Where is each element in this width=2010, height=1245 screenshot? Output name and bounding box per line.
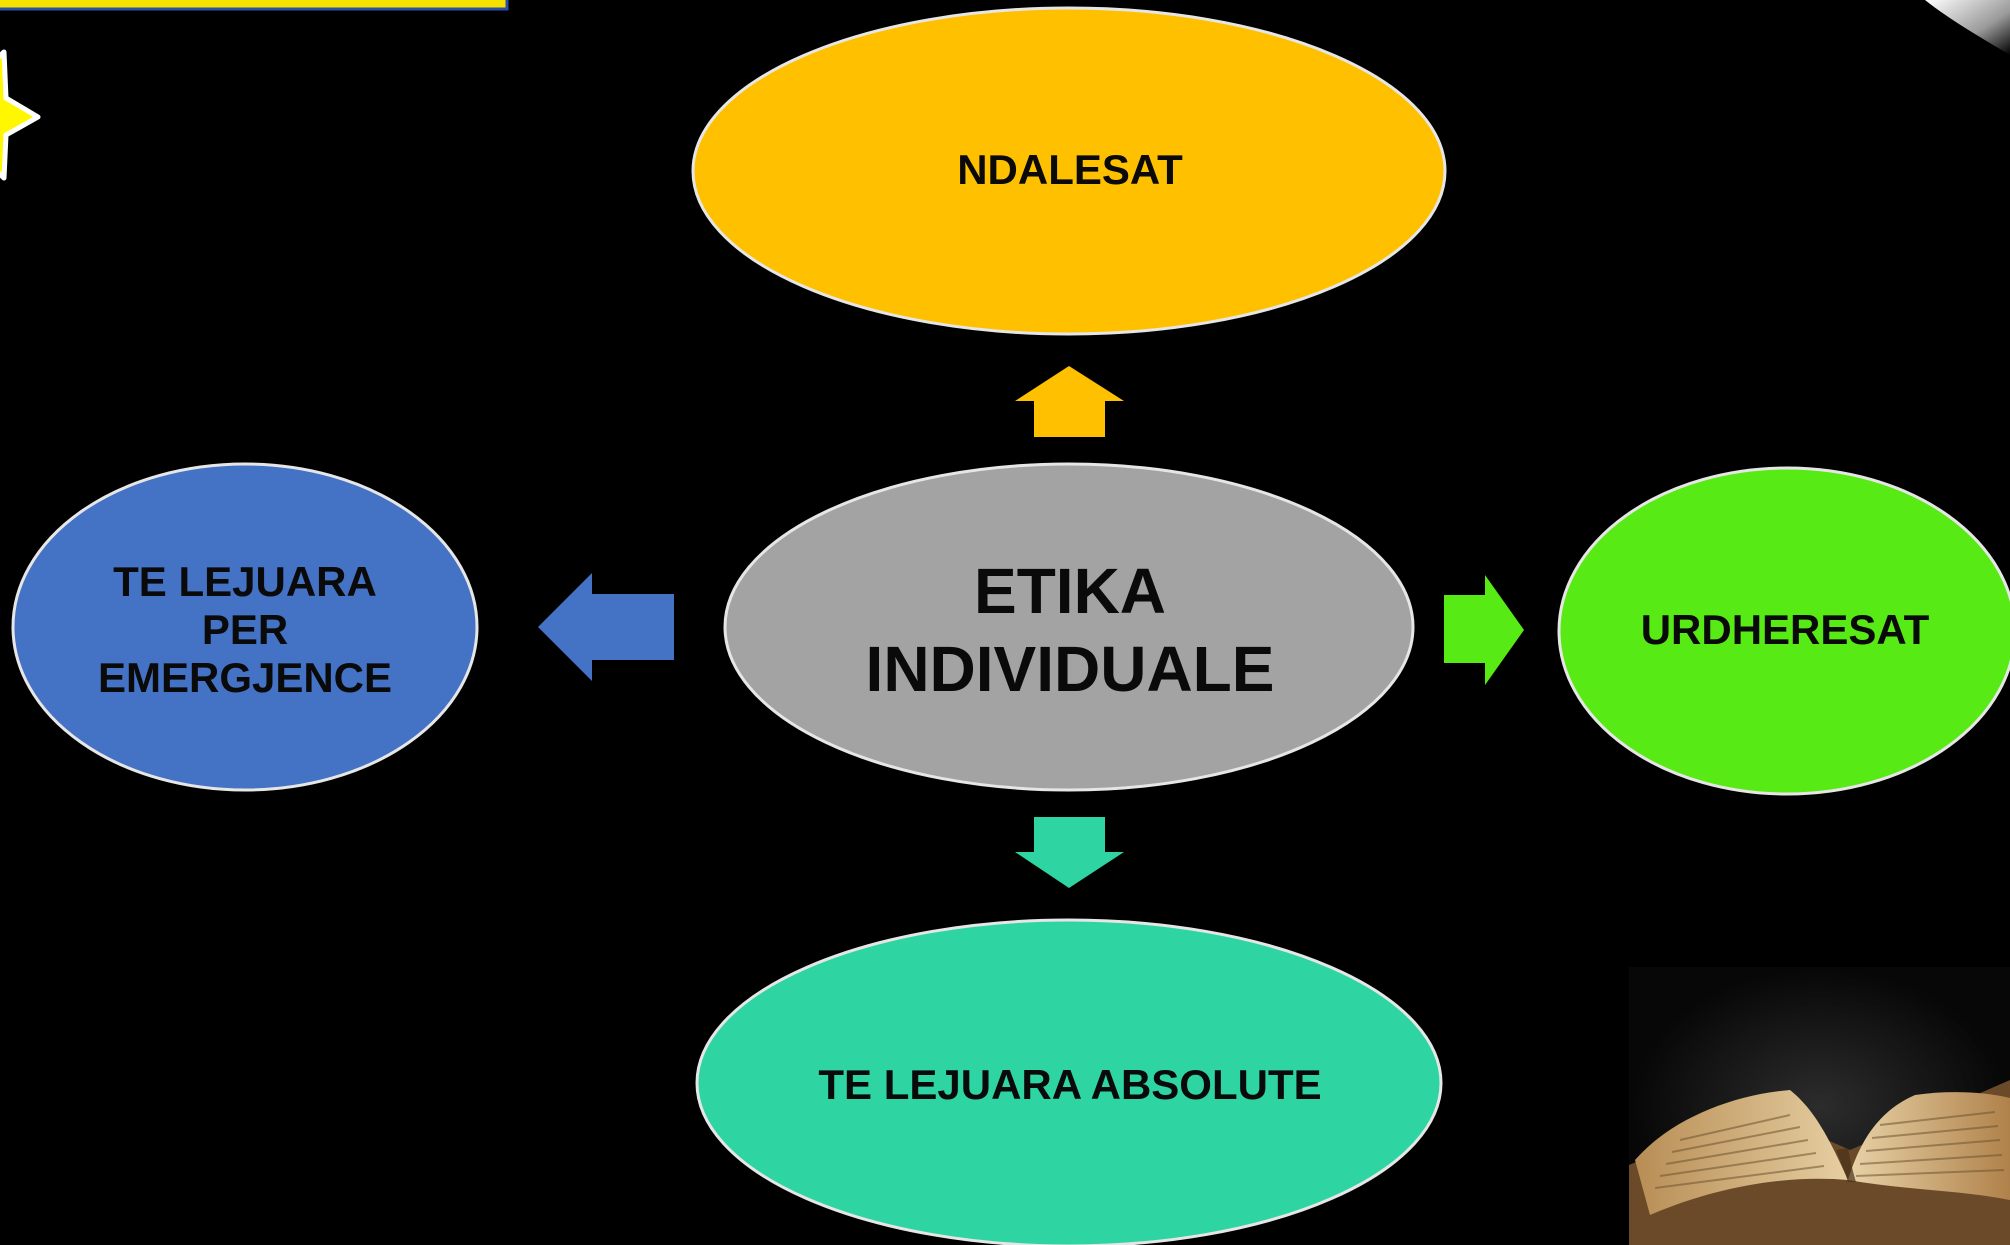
node-bottom-ellipse bbox=[695, 918, 1443, 1245]
node-top-ellipse bbox=[691, 6, 1447, 336]
open-book-image bbox=[1629, 967, 2010, 1245]
node-right-ellipse bbox=[1557, 466, 2010, 796]
node-left-label: TE LEJUARA PER EMERGJENCE bbox=[97, 557, 393, 702]
node-bottom-label: TE LEJUARA ABSOLUTE bbox=[818, 1060, 1322, 1108]
node-center-label: ETIKA INDIVIDUALE bbox=[865, 554, 1275, 705]
node-top-label: NDALESAT bbox=[957, 145, 1183, 193]
arrow-left-icon bbox=[538, 573, 674, 681]
title-banner-edge bbox=[0, 0, 509, 11]
arrow-down-icon bbox=[1015, 817, 1124, 888]
node-right-label: URDHERESAT bbox=[1640, 605, 1930, 653]
node-left-ellipse bbox=[11, 462, 479, 792]
arrow-up-icon bbox=[1015, 366, 1124, 437]
corner-spotlight bbox=[1925, 0, 2010, 55]
star-icon bbox=[0, 49, 41, 181]
node-center-ellipse bbox=[723, 462, 1415, 792]
arrow-right-icon bbox=[1444, 575, 1524, 685]
